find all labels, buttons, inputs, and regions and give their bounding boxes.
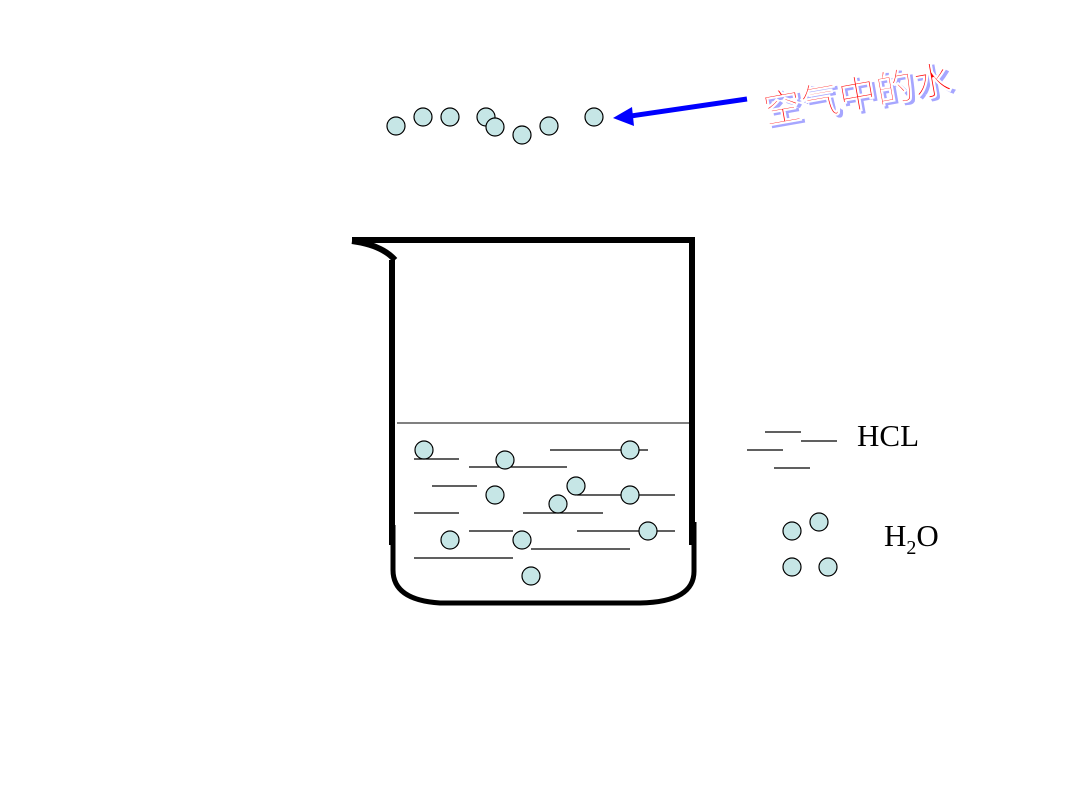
beaker [351,237,697,606]
water-molecule [782,521,802,541]
annotation-text: 空气中的水 [760,56,956,132]
legend-hcl-dashes [747,431,837,469]
beaker-bottom [390,522,697,606]
water-molecule [521,566,541,586]
air-water-annotation: 空气中的水 空气中的水 [759,56,959,135]
water-molecule [485,117,505,137]
water-molecule [512,125,532,145]
water-molecule [638,521,658,541]
water-molecule [584,107,604,127]
beaker-spout [351,238,398,263]
legend-h2o-molecules [782,512,838,577]
water-molecule [485,485,505,505]
water-molecule [539,116,559,136]
water-molecule [620,440,640,460]
air-water-molecules [386,107,604,145]
legend-h2o-sub: 2 [906,537,916,559]
legend-h2o: H2O [782,512,939,577]
legend-hcl-label: HCL [857,418,919,453]
water-molecule [512,530,532,550]
beaker-water-molecules [414,440,658,586]
legend-h2o-label: H2O [884,518,939,559]
water-molecule [440,530,460,550]
water-molecule [566,476,586,496]
water-molecule [548,494,568,514]
water-molecule [818,557,838,577]
water-molecule [440,107,460,127]
arrow-icon [623,96,748,120]
legend-hcl: HCL [747,418,919,469]
water-molecule [620,485,640,505]
water-molecule [413,107,433,127]
water-molecule [495,450,515,470]
water-molecule [809,512,829,532]
water-molecule [386,116,406,136]
water-molecule [782,557,802,577]
legend-h2o-o: O [916,518,938,553]
water-molecule [414,440,434,460]
arrow-head-icon [613,107,634,126]
legend-h2o-h: H [884,518,906,553]
